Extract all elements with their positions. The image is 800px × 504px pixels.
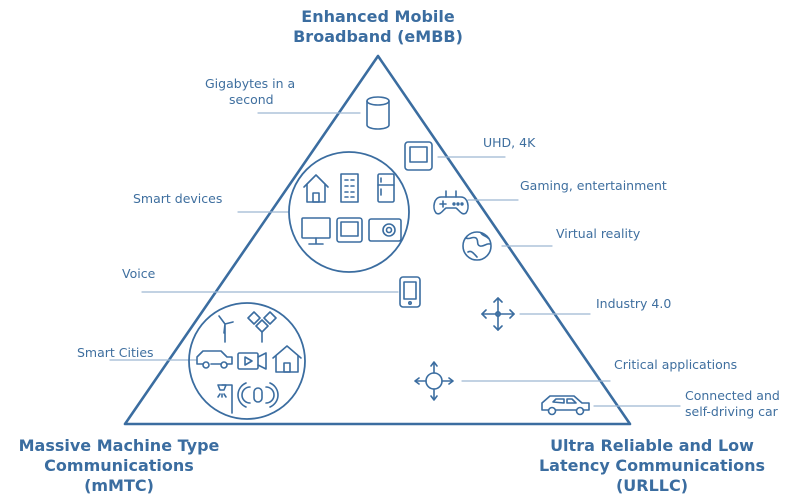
corner-urllc-line-1: Ultra Reliable and Low — [550, 436, 754, 455]
globe-icon — [462, 231, 492, 261]
building-icon — [340, 173, 359, 203]
solar-panel-icon — [247, 311, 277, 343]
database-icon — [366, 96, 390, 130]
label-gigabytes-line-1: Gigabytes in a — [205, 76, 296, 91]
label-car-line-1: Connected and — [685, 388, 780, 403]
label-vr: Virtual reality — [556, 226, 641, 241]
corner-title-urllc: Ultra Reliable and Low Latency Communica… — [512, 436, 792, 496]
label-voice: Voice — [122, 266, 156, 281]
corner-urllc-line-3: (URLLC) — [615, 476, 689, 495]
fridge-icon — [377, 173, 395, 203]
corner-title-embb: Enhanced Mobile Broadband (eMBB) — [240, 7, 516, 47]
smart-devices-circle — [288, 151, 410, 273]
corner-mmtc-line-1: Massive Machine Type — [18, 436, 220, 455]
house-small-icon — [272, 345, 302, 373]
label-critical: Critical applications — [614, 357, 738, 372]
phone-icon — [399, 276, 421, 308]
label-smart-devices: Smart devices — [133, 191, 223, 206]
corner-embb-line-1: Enhanced Mobile — [301, 7, 455, 26]
camera-icon — [368, 218, 402, 242]
self-driving-car-icon — [541, 395, 590, 416]
leader-lines — [109, 112, 681, 407]
label-gigabytes-line-2: second — [229, 92, 274, 107]
signal-icon — [237, 382, 279, 408]
label-gigabytes: Gigabytes in a second — [205, 76, 295, 108]
corner-embb-line-2: Broadband (eMBB) — [293, 27, 463, 46]
smart-cities-circle — [188, 302, 306, 420]
gamepad-icon — [433, 190, 469, 215]
streetlight-icon — [217, 384, 233, 414]
monitor-icon — [301, 217, 331, 245]
corner-urllc-line-2: Latency Communications — [538, 456, 766, 475]
network-node-icon — [414, 361, 454, 401]
label-gaming: Gaming, entertainment — [520, 178, 667, 193]
corner-mmtc-line-2: Communications — [44, 456, 194, 475]
corner-mmtc-line-3: (mMTC) — [84, 476, 154, 495]
label-smart-cities: Smart Cities — [77, 345, 154, 360]
label-car-line-2: self-driving car — [685, 404, 778, 419]
corner-title-mmtc: Massive Machine Type Communications (mMT… — [4, 436, 234, 496]
tablet-icon — [336, 217, 363, 243]
house-icon — [303, 174, 329, 203]
windmill-icon — [218, 315, 234, 343]
uhd-tablet-icon — [404, 141, 433, 171]
label-car: Connected and self-driving car — [685, 388, 780, 420]
car-icon — [196, 350, 233, 369]
label-industry: Industry 4.0 — [596, 296, 672, 311]
industry-arrows-icon — [481, 297, 515, 331]
triangle-outline — [123, 54, 632, 426]
label-uhd: UHD, 4K — [483, 135, 536, 150]
video-camera-icon — [237, 352, 267, 370]
